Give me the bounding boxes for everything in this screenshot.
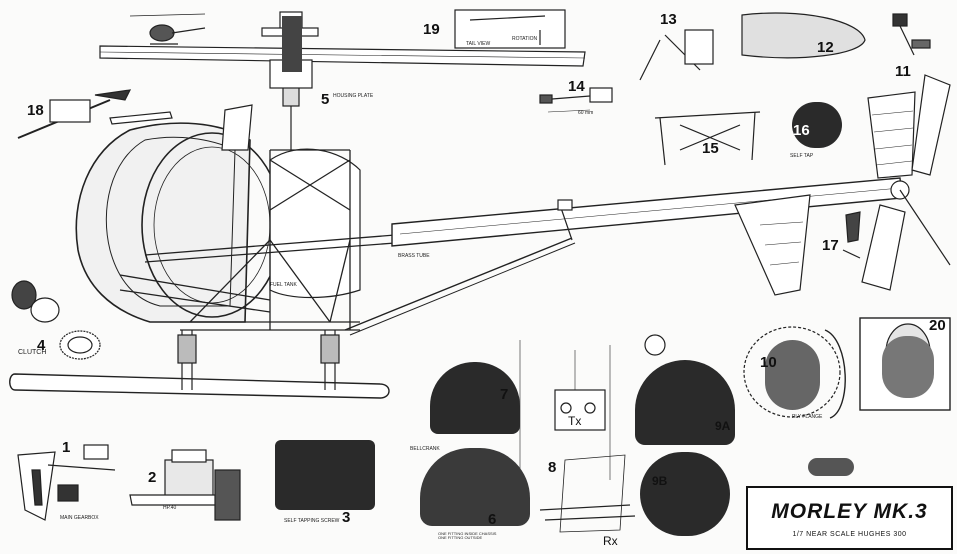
landing-skid (9, 330, 390, 399)
label-self-tapping-screw: SELF TAPPING SCREW (284, 518, 340, 524)
label-tx: Tx (568, 414, 582, 428)
main-rotor-blade (99, 45, 586, 67)
fig-number-4: 4 (37, 337, 46, 354)
detail-main-gearbox (17, 444, 116, 521)
fig-number-8: 8 (548, 459, 557, 476)
detail-12 (741, 12, 866, 59)
canopy-bubble (75, 104, 361, 323)
plan-title: MORLEY MK.3 (771, 500, 928, 523)
chassis-frame (119, 149, 396, 331)
fig-number-14: 14 (568, 78, 585, 95)
detail-18 (17, 89, 173, 139)
photo-real-helicopter (808, 458, 854, 476)
photo-9b-receiver (640, 452, 730, 536)
label-rx: Rx (603, 534, 618, 548)
fig-number-20: 20 (929, 317, 946, 334)
label-tail-view: TAIL VIEW (466, 41, 491, 47)
fig-number-16: 16 (793, 122, 810, 139)
detail-17 (842, 211, 861, 259)
label-main-gearbox: MAIN GEARBOX (60, 515, 99, 521)
fig-number-11: 11 (895, 63, 911, 80)
plan-subtitle: 1/7 NEAR SCALE HUGHES 300 (792, 531, 907, 538)
fig-number-12: 12 (817, 39, 834, 56)
label-rotation: ROTATION (512, 36, 538, 42)
fig-number-9a: 9A (715, 419, 731, 433)
label-ply-flange: PLY FLANGE (792, 414, 823, 420)
detail-13 (639, 29, 714, 81)
detail-11 (892, 13, 931, 56)
fig-number-19: 19 (423, 21, 440, 38)
fig-number-3: 3 (342, 509, 351, 526)
fig-number-1: 1 (62, 439, 71, 456)
fig-number-7: 7 (500, 386, 509, 403)
fig-number-15: 15 (702, 140, 719, 157)
fig-number-6: 6 (488, 511, 497, 528)
helicopter-thumbnail (129, 13, 206, 45)
tail-stabilizer (734, 194, 811, 296)
label-brass-tube: BRASS TUBE (398, 253, 430, 259)
detail-14 (539, 87, 613, 113)
photo-16-tail-hub (792, 102, 842, 148)
label-self-tap: SELF TAP (790, 153, 814, 159)
title-box: MORLEY MK.3 1/7 NEAR SCALE HUGHES 300 (746, 486, 953, 550)
fig-number-13: 13 (660, 11, 677, 28)
photo-20-seat (882, 336, 934, 398)
detail-19 (454, 9, 566, 49)
fig-number-5: 5 (321, 91, 330, 108)
photo-7-swashplate (430, 362, 520, 434)
detail-clutch (11, 280, 101, 360)
detail-door (743, 326, 846, 419)
label-engine: HP.40 (163, 505, 177, 511)
label-one-fitting: ONE FITTING INSIDE CHASSIS ONE FITTING O… (438, 531, 497, 540)
detail-engine (129, 449, 241, 521)
label-60mm: 60 mm (578, 110, 594, 116)
detail-15 (654, 111, 761, 166)
fig-number-10: 10 (760, 354, 777, 371)
photo-10-door (765, 340, 820, 410)
fig-number-2: 2 (148, 469, 157, 486)
tail-rotor (861, 74, 951, 291)
label-housing-plate: HOUSING PLATE (333, 93, 374, 99)
detail-servo-tray (519, 334, 666, 533)
photo-9a-receiver (635, 360, 735, 445)
photo-5-housing (282, 16, 302, 72)
label-bellcrank: BELLCRANK (410, 446, 440, 452)
label-clutch: CLUTCH (18, 349, 47, 356)
label-fuel-tank: FUEL TANK (270, 282, 297, 288)
fig-number-9b: 9B (652, 474, 668, 488)
fig-number-18: 18 (27, 102, 44, 119)
fig-number-17: 17 (822, 237, 839, 254)
photo-3-servo-tray (275, 440, 375, 510)
photo-6-chassis (420, 448, 530, 526)
